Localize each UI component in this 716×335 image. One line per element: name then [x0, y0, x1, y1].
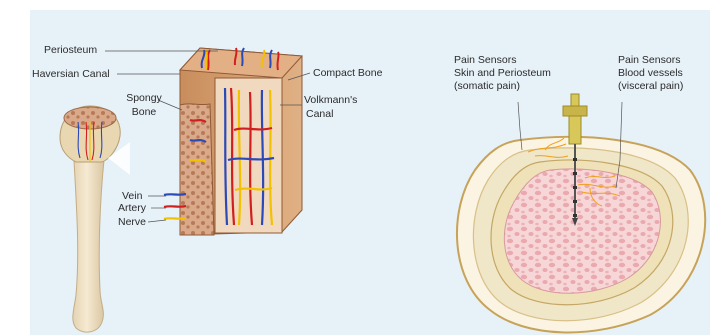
label-vein: Vein [122, 190, 142, 202]
label-volkmanns-canal-line-1: Volkmann's [304, 94, 357, 106]
needle-hub [569, 114, 581, 144]
label-somatic-line-2: Skin and Periosteum [454, 67, 551, 79]
diagram-panel: Periosteum Haversian Canal Spongy Bone C… [30, 10, 710, 335]
label-nerve: Nerve [118, 216, 146, 228]
label-somatic-line-3: (somatic pain) [454, 80, 520, 92]
label-artery: Artery [118, 202, 146, 214]
needle-hub-top [571, 94, 579, 106]
illustration [30, 10, 710, 335]
label-visceral-line-3: (visceral pain) [618, 80, 683, 92]
label-visceral-line-2: Blood vessels [618, 67, 683, 79]
spongy-bone-column [180, 104, 214, 235]
label-volkmanns-canal-line-2: Canal [306, 108, 333, 120]
label-spongy-bone-line-2: Bone [122, 106, 166, 118]
label-compact-bone: Compact Bone [313, 67, 382, 79]
bone-cross-section [457, 94, 705, 332]
label-spongy-bone-line-1: Spongy [122, 92, 166, 104]
label-somatic-line-1: Pain Sensors [454, 54, 516, 66]
bone-block [164, 48, 302, 235]
label-visceral-line-1: Pain Sensors [618, 54, 680, 66]
label-periosteum: Periosteum [44, 44, 97, 56]
label-haversian-canal: Haversian Canal [32, 68, 110, 80]
bone-shaft [73, 160, 104, 332]
needle-hub-cap [563, 106, 587, 116]
